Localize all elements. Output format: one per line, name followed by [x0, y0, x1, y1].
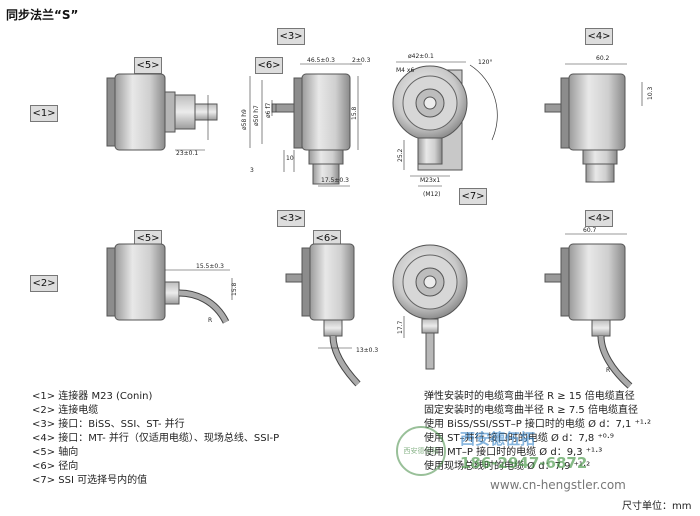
- watermark-phone: 186-2947-6872: [460, 454, 588, 472]
- dim-text: 17.7: [397, 320, 404, 334]
- cable-notes: 弹性安装时的电缆弯曲半径 R ≥ 15 倍电缆直径 固定安装时的电缆弯曲半径 R…: [424, 390, 651, 474]
- dim-text: ø58 h9: [241, 109, 248, 130]
- dim-text: 25.2: [397, 148, 404, 162]
- encoder-side-cable: [544, 233, 633, 389]
- encoder-radial-connector: [249, 63, 362, 187]
- note-line: 使用 MT–P 接口时的电缆 Ø d：9,3 ⁺¹·³: [424, 447, 603, 458]
- tag-interface-3: <3>: [277, 28, 305, 45]
- dim-text: M23x1: [420, 177, 440, 184]
- dim-text: 13±0.3: [356, 347, 378, 354]
- note-line: 使用现场总线时的电缆 Ø d：7,9 ⁺¹·²: [424, 461, 591, 472]
- dim-text: 60.2: [596, 55, 610, 62]
- unit-label: 尺寸单位：mm: [622, 501, 692, 512]
- dim-text: (M12): [423, 191, 441, 198]
- dim-text: 23±0.1: [176, 150, 198, 157]
- tag-interface-3b: <3>: [277, 210, 305, 227]
- dim-text: M4 x6: [396, 67, 414, 74]
- encoder-axial-connector: [106, 73, 218, 151]
- dim-text: R: [208, 317, 212, 324]
- encoder-front-view: [392, 61, 498, 187]
- dim-text: 10.3: [647, 86, 654, 100]
- tag-interface-4: <4>: [585, 28, 613, 45]
- note-line: 弹性安装时的电缆弯曲半径 R ≥ 15 倍电缆直径: [424, 391, 635, 402]
- dim-text: ø42±0.1: [408, 53, 434, 60]
- dim-text: 10: [286, 155, 294, 162]
- page-title: 同步法兰“S”: [6, 8, 79, 22]
- dim-text: 15.8: [351, 106, 358, 120]
- legend: <1> 连接器 M23 (Conin) <2> 连接电缆 <3> 接口：BiSS…: [32, 390, 279, 488]
- tag-row-cable: <2>: [30, 275, 58, 292]
- tag-axial-2: <5>: [134, 230, 162, 247]
- legend-item: <7> SSI 可选择号内的值: [32, 475, 148, 486]
- legend-item: <3> 接口：BiSS、SSI、ST- 并行: [32, 419, 185, 430]
- legend-item: <1> 连接器 M23 (Conin): [32, 391, 153, 402]
- tag-ssi-optional: <7>: [459, 188, 487, 205]
- legend-item: <6> 径向: [32, 461, 79, 472]
- tag-interface-4b: <4>: [585, 210, 613, 227]
- dim-text: R: [606, 367, 610, 374]
- watermark-name: 西安德伍拓: [460, 430, 536, 448]
- encoder-side-view: [544, 63, 643, 183]
- encoder-axial-cable: [106, 243, 233, 324]
- dim-text: 17.5±0.3: [321, 177, 349, 184]
- encoder-front-cable: [392, 244, 468, 370]
- dim-text: 3: [250, 167, 254, 174]
- note-line: 使用 ST–并行 接口时的电缆 Ø d：7,8 ⁺⁰·⁹: [424, 433, 614, 444]
- watermark-url: www.cn-hengstler.com: [490, 478, 626, 492]
- dim-text: 60.7: [583, 227, 597, 234]
- dim-text: 120°: [478, 59, 492, 66]
- dim-text: 15.8: [231, 282, 238, 296]
- dim-text: 46.5±0.3: [307, 57, 335, 64]
- legend-item: <5> 轴向: [32, 447, 79, 458]
- legend-item: <2> 连接电缆: [32, 405, 99, 416]
- encoder-radial-cable: [285, 243, 361, 387]
- dim-text: ø6 f7: [265, 102, 272, 118]
- note-line: 使用 BiSS/SSI/SST–P 接口时的电缆 Ø d：7,1 ⁺¹·²: [424, 419, 652, 430]
- legend-item: <4> 接口：MT- 并行（仅适用电缆）、现场总线、SSI-P: [32, 433, 280, 444]
- tag-row-connector: <1>: [30, 105, 58, 122]
- dim-text: 2±0.3: [352, 57, 371, 64]
- tag-radial: <6>: [255, 57, 283, 74]
- dim-text: ø50 h7: [253, 105, 260, 126]
- note-line: 固定安装时的电缆弯曲半径 R ≥ 7.5 倍电缆直径: [424, 405, 638, 416]
- dim-text: 15.5±0.3: [196, 263, 224, 270]
- watermark-seal: 西安德伍拓: [396, 426, 446, 476]
